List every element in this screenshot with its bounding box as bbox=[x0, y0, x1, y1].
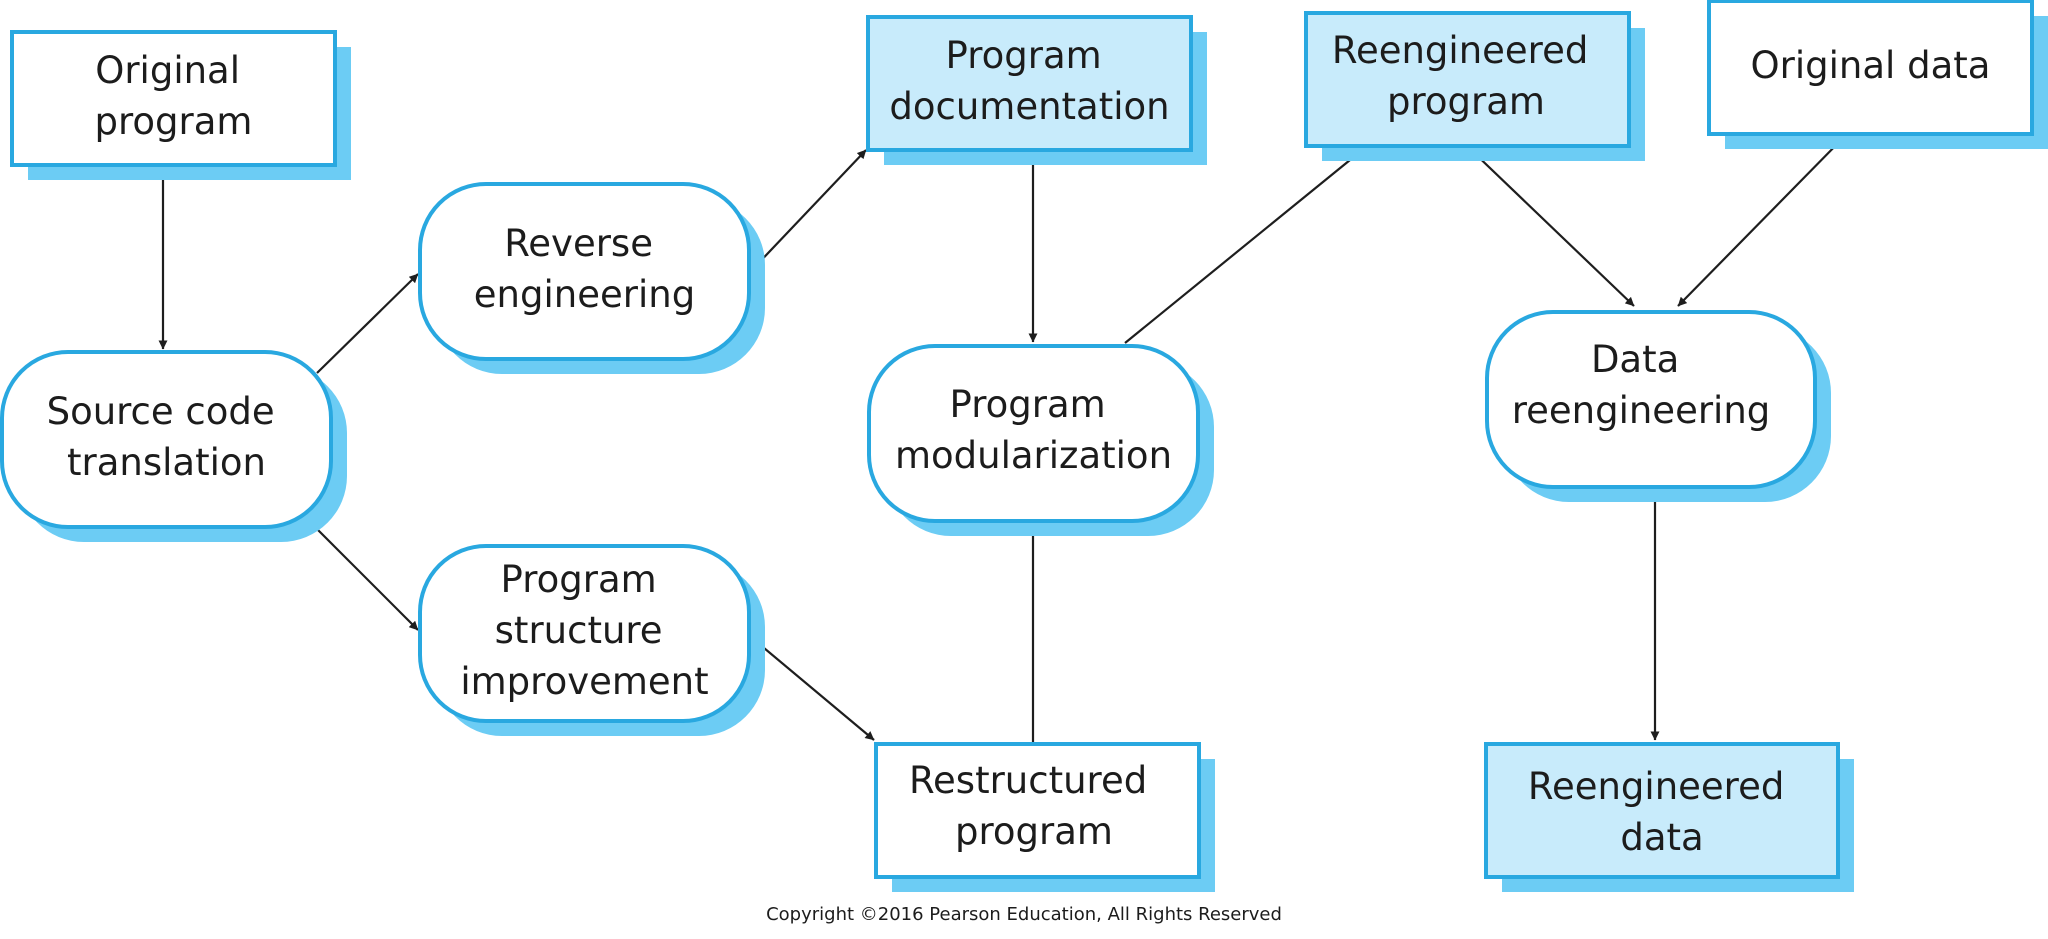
node-label-line: modularization bbox=[895, 434, 1172, 477]
node-reengineered-program: Reengineered program bbox=[1304, 11, 1645, 161]
node-label-line: Restructured bbox=[909, 759, 1147, 802]
arrow-reengineered-program-to-data-reengineering bbox=[1466, 145, 1635, 307]
node-box bbox=[418, 182, 751, 361]
arrow-original-data-to-data-reengineering bbox=[1677, 135, 1846, 307]
arrow-source-code-to-structure-improvement bbox=[305, 517, 419, 631]
node-box bbox=[1707, 0, 2034, 136]
node-box bbox=[10, 30, 337, 167]
node-program-documentation: Program documentation bbox=[866, 15, 1207, 165]
node-label-line: reengineering bbox=[1512, 389, 1771, 432]
arrow-source-code-to-reverse-engineering bbox=[316, 273, 419, 374]
node-box bbox=[0, 350, 333, 529]
node-box bbox=[874, 742, 1201, 879]
node-source-code-translation: Source code translation bbox=[0, 350, 347, 542]
node-label: Program documentation bbox=[889, 34, 1169, 128]
node-label: Reverse engineering bbox=[474, 222, 695, 316]
node-program-modularization: Program modularization bbox=[867, 344, 1214, 536]
node-label-line: Reengineered bbox=[1332, 29, 1588, 72]
node-label-line: program bbox=[1387, 80, 1545, 123]
node-data-reengineering: Data reengineering bbox=[1485, 310, 1831, 502]
arrows bbox=[158, 135, 1846, 742]
node-label-line: Program bbox=[501, 558, 657, 601]
node-label-line: data bbox=[1620, 816, 1703, 859]
node-program-structure-improvement: Program structure improvement bbox=[418, 544, 765, 736]
node-box bbox=[1484, 742, 1840, 879]
node-label-line: Reengineered bbox=[1528, 765, 1784, 808]
node-box bbox=[1304, 11, 1631, 148]
node-label: Program structure improvement bbox=[460, 558, 708, 703]
node-label-line: program bbox=[95, 100, 253, 143]
node-label: Restructured program bbox=[909, 759, 1159, 853]
copyright-notice: Copyright ©2016 Pearson Education, All R… bbox=[766, 904, 1282, 925]
arrow-structure-improvement-to-restructured bbox=[751, 637, 875, 741]
node-label-line: documentation bbox=[889, 85, 1169, 128]
node-box bbox=[867, 344, 1200, 523]
node-reverse-engineering: Reverse engineering bbox=[418, 182, 765, 374]
node-label: Data reengineering bbox=[1512, 338, 1771, 432]
node-label-line: translation bbox=[67, 441, 266, 484]
node-label-line: Original bbox=[95, 49, 240, 92]
node-label: Original data bbox=[1751, 44, 1991, 87]
node-label-line: Program bbox=[950, 383, 1106, 426]
node-label-line: structure bbox=[495, 609, 663, 652]
node-label: Reengineered data bbox=[1528, 765, 1796, 859]
node-label-line: engineering bbox=[474, 273, 695, 316]
node-label-line: Original data bbox=[1751, 44, 1991, 87]
node-label-line: Program bbox=[946, 34, 1102, 77]
node-label-line: Source code bbox=[47, 390, 275, 433]
node-label: Program modularization bbox=[895, 383, 1172, 477]
arrow-reverse-engineering-to-documentation bbox=[751, 149, 867, 271]
node-label-line: Data bbox=[1591, 338, 1679, 381]
node-label-line: program bbox=[955, 810, 1113, 853]
node-label-line: improvement bbox=[460, 660, 708, 703]
node-original-program: Original program bbox=[10, 30, 351, 180]
node-restructured-program: Restructured program bbox=[874, 742, 1215, 892]
node-label: Original program bbox=[95, 49, 253, 143]
node-box bbox=[866, 15, 1193, 152]
node-box bbox=[418, 544, 751, 723]
arrow-modularization-to-reengineered-program bbox=[1124, 146, 1367, 344]
node-label: Reengineered program bbox=[1332, 29, 1600, 123]
node-original-data: Original data bbox=[1707, 0, 2048, 149]
node-box bbox=[1485, 310, 1817, 489]
node-reengineered-data: Reengineered data bbox=[1484, 742, 1854, 892]
node-label: Source code translation bbox=[47, 390, 287, 484]
node-label-line: Reverse bbox=[504, 222, 653, 265]
